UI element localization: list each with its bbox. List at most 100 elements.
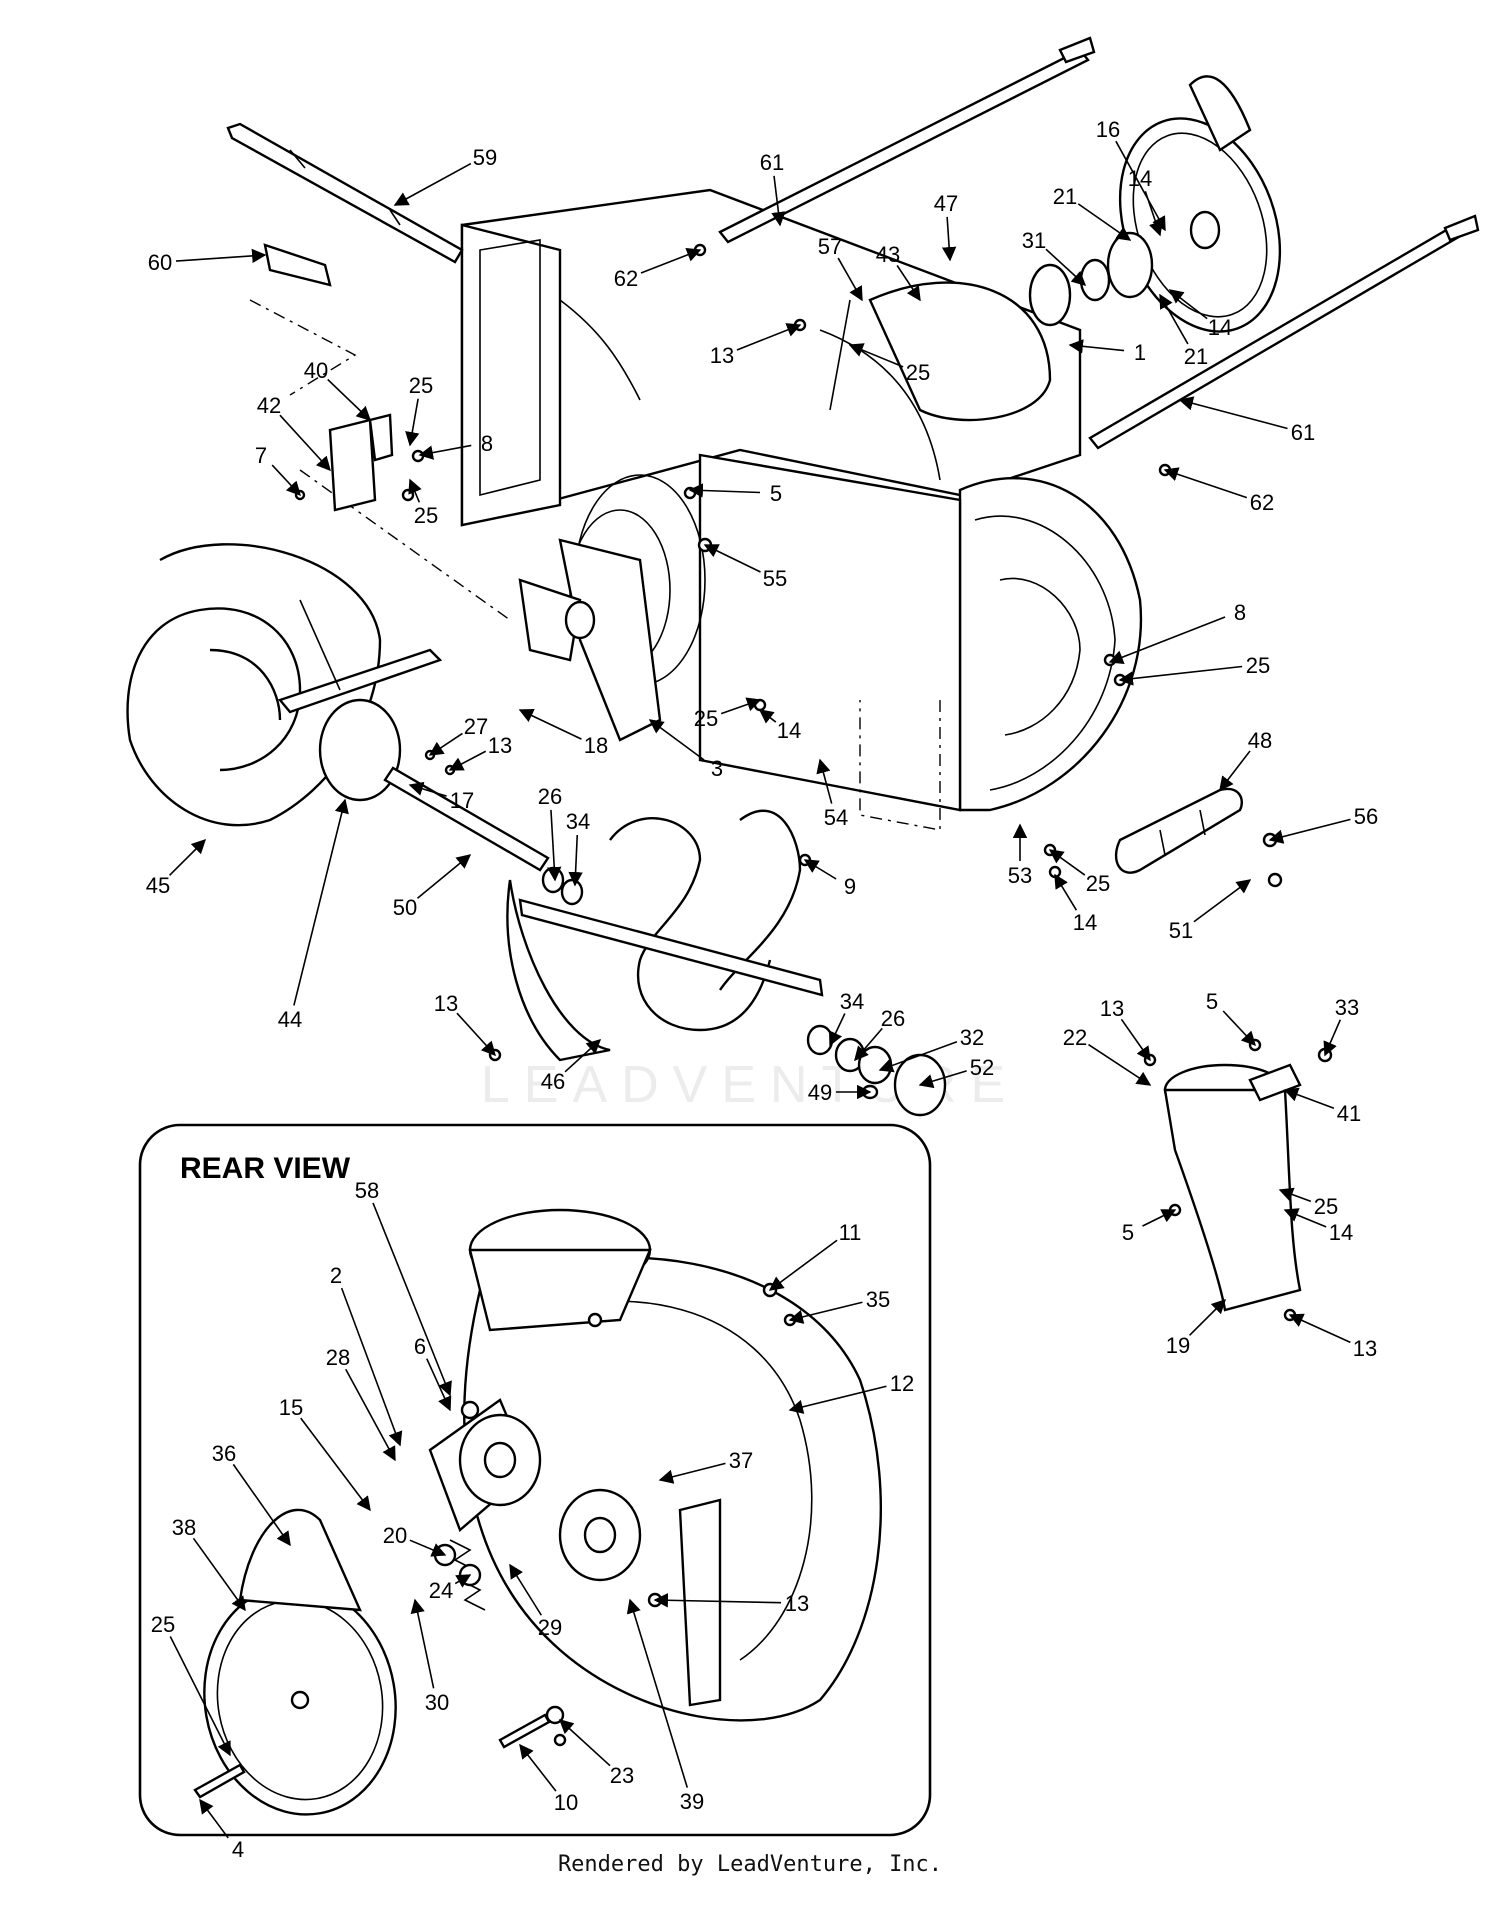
callout-32: 32: [960, 1025, 984, 1050]
callout-21b: 21: [1184, 344, 1208, 369]
leader-line-25e: [720, 697, 762, 715]
leader-line-23: [558, 1719, 611, 1767]
leader-line-37: [658, 1462, 726, 1484]
leader-line-22: [1088, 1043, 1152, 1086]
leader-line-51: [1193, 879, 1252, 923]
leader-line-25b: [405, 398, 420, 447]
callout-20: 20: [383, 1523, 407, 1548]
leader-line-20: [409, 1539, 447, 1557]
leader-line-14c: [758, 709, 777, 724]
leader-line-6: [426, 1358, 452, 1412]
callout-10: 10: [554, 1790, 578, 1815]
callout-25d: 25: [1246, 653, 1270, 678]
callout-40: 40: [304, 358, 328, 383]
callout-25a: 25: [906, 360, 930, 385]
callout-54: 54: [824, 805, 848, 830]
leader-line-8a: [418, 444, 472, 460]
callout-62b: 62: [1250, 490, 1274, 515]
callout-52: 52: [970, 1055, 994, 1080]
leader-line-7: [271, 464, 301, 497]
leader-line-15: [300, 1417, 371, 1512]
callout-25e: 25: [694, 706, 718, 731]
callout-5a: 5: [770, 481, 782, 506]
leader-line-42: [279, 414, 331, 472]
leader-line-43: [896, 265, 921, 302]
callout-25h: 25: [151, 1612, 175, 1637]
callout-21a: 21: [1053, 184, 1077, 209]
auger-housing: [249, 188, 1143, 831]
callout-26a: 26: [538, 784, 562, 809]
leader-line-16: [1115, 140, 1166, 232]
callout-25c: 25: [414, 503, 438, 528]
rear-view-title: REAR VIEW: [180, 1152, 351, 1185]
callout-5b: 5: [1206, 989, 1218, 1014]
leader-line-5a: [688, 483, 761, 498]
callout-45: 45: [146, 873, 170, 898]
right-auger: [506, 809, 824, 1062]
callout-61a: 61: [760, 150, 784, 175]
leader-line-25h: [169, 1636, 231, 1757]
leader-line-25d: [1118, 665, 1243, 686]
callout-36: 36: [212, 1441, 236, 1466]
callout-1: 1: [1134, 340, 1146, 365]
leader-line-1: [1068, 339, 1125, 354]
callout-49: 49: [808, 1080, 832, 1105]
leader-line-5c: [1142, 1209, 1177, 1227]
leader-line-18: [518, 709, 582, 740]
callout-33: 33: [1335, 995, 1359, 1020]
callout-8b: 8: [1234, 600, 1246, 625]
leader-line-10: [519, 1743, 557, 1792]
upper-rod-61: [718, 36, 1096, 244]
callout-15: 15: [279, 1395, 303, 1420]
leader-line-36: [232, 1463, 291, 1547]
leader-line-57: [837, 257, 863, 302]
callout-2: 2: [330, 1263, 342, 1288]
callout-48: 48: [1248, 728, 1272, 753]
leader-line-13e: [1288, 1313, 1351, 1344]
leader-line-2: [340, 1287, 403, 1447]
callout-62a: 62: [614, 266, 638, 291]
callout-25g: 25: [1314, 1194, 1338, 1219]
leader-line-52: [918, 1070, 967, 1089]
bracket-60: [263, 243, 332, 287]
leader-line-32: [878, 1040, 958, 1073]
leader-line-8b: [1108, 616, 1226, 664]
leader-line-21a: [1077, 203, 1132, 241]
leader-line-13c: [456, 1012, 496, 1057]
leader-line-38: [192, 1537, 246, 1612]
leader-line-13d: [1120, 1018, 1151, 1062]
callout-43: 43: [876, 242, 900, 267]
lower-rod-61: [1088, 214, 1480, 450]
leader-line-47: [941, 216, 957, 262]
bearing-assembly: [1028, 231, 1154, 327]
callout-39: 39: [680, 1789, 704, 1814]
callout-8a: 8: [481, 431, 493, 456]
callout-53: 53: [1008, 863, 1032, 888]
leader-line-26a: [547, 809, 562, 882]
bracket-40-42: [328, 413, 394, 512]
leader-line-19: [1188, 1298, 1227, 1336]
callout-35: 35: [866, 1287, 890, 1312]
leader-line-54: [816, 758, 833, 804]
upper-pulley: [1118, 75, 1282, 333]
leader-line-34b: [829, 1013, 846, 1047]
leader-line-17: [408, 781, 447, 797]
callout-14d: 14: [1073, 910, 1097, 935]
leader-line-28: [345, 1368, 396, 1462]
leader-line-13a: [736, 323, 802, 351]
callout-25f: 25: [1086, 871, 1110, 896]
callout-7: 7: [255, 443, 267, 468]
leader-line-39: [626, 1598, 689, 1788]
leader-line-60: [175, 248, 267, 264]
leader-line-21b: [1159, 293, 1189, 345]
callout-46: 46: [541, 1069, 565, 1094]
callout-13e: 13: [1353, 1336, 1377, 1361]
callout-55: 55: [763, 566, 787, 591]
callout-14e: 14: [1329, 1220, 1353, 1245]
callout-5c: 5: [1122, 1220, 1134, 1245]
callout-44: 44: [278, 1007, 302, 1032]
leader-line-31: [1045, 248, 1087, 286]
callout-3: 3: [711, 756, 723, 781]
leader-line-13b: [448, 750, 487, 771]
